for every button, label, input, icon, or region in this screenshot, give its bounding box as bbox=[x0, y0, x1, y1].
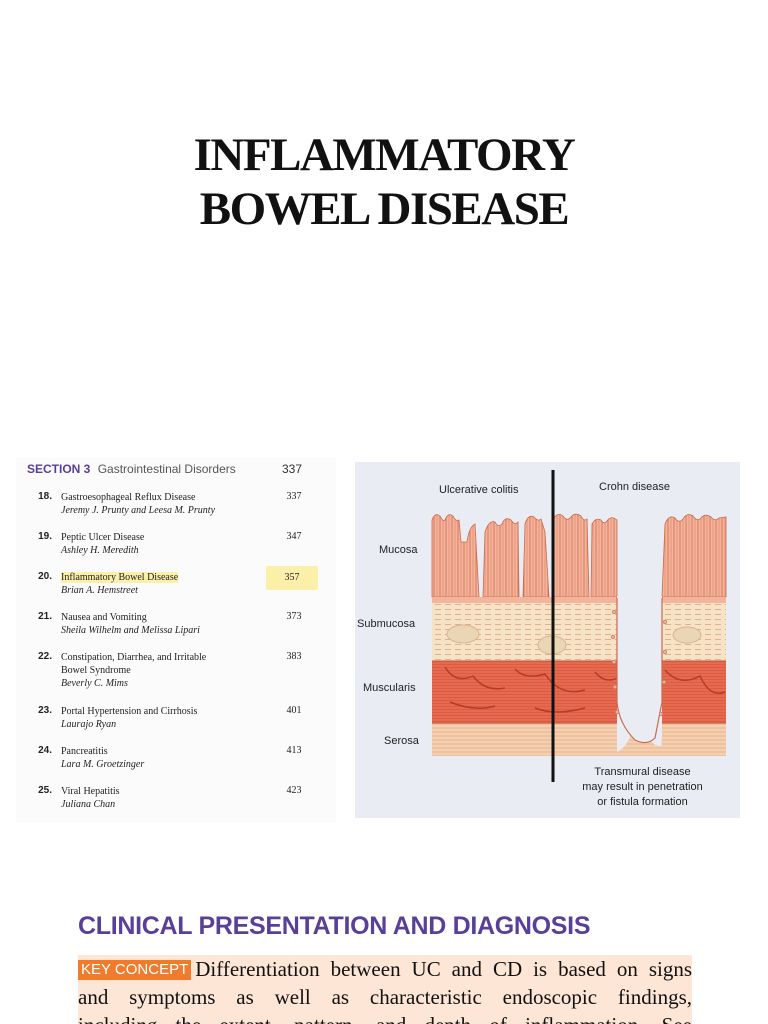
bowel-wall-figure: Ulcerative colitis Crohn disease Mucosa … bbox=[355, 462, 740, 818]
serosa-layer bbox=[432, 723, 726, 756]
toc-entry-title-line: Viral Hepatitis bbox=[61, 786, 120, 797]
crohn-fissure bbox=[616, 597, 663, 744]
toc-excerpt: SECTION 3 Gastrointestinal Disorders 337… bbox=[16, 458, 336, 822]
toc-entry-title-line: Peptic Ulcer Disease bbox=[61, 532, 145, 543]
paragraph-line-2: and symptoms as well as characteristic e… bbox=[78, 985, 692, 1009]
section-heading: CLINICAL PRESENTATION AND DIAGNOSIS bbox=[78, 912, 591, 940]
paragraph-line-1-text: Differentiation between UC and CD is bas… bbox=[195, 957, 692, 981]
toc-entry-number: 25. bbox=[38, 785, 52, 796]
toc-entry-page: 423 bbox=[286, 785, 302, 796]
label-mucosa: Mucosa bbox=[379, 544, 418, 556]
toc-entry-number: 24. bbox=[38, 745, 52, 756]
toc-entry-title-line: Nausea and Vomiting bbox=[61, 612, 147, 623]
toc-entry-author: Sheila Wilhelm and Melissa Lipari bbox=[61, 625, 200, 636]
label-submucosa: Submucosa bbox=[357, 618, 416, 630]
figure-caption: Transmural disease may result in penetra… bbox=[555, 765, 730, 810]
slide-title-line-2: BOWEL DISEASE bbox=[199, 183, 570, 235]
toc-entry-author: Brian A. Hemstreet bbox=[61, 585, 138, 596]
figure-caption-line-3: or fistula formation bbox=[597, 796, 688, 808]
figure-caption-line-2: may result in penetration bbox=[582, 781, 703, 793]
toc-entry-title-line: Gastroesophageal Reflux Disease bbox=[61, 492, 196, 503]
toc-section-name: Gastrointestinal Disorders bbox=[97, 462, 236, 476]
label-muscularis: Muscularis bbox=[363, 682, 416, 694]
toc-entry-number: 20. bbox=[38, 571, 52, 582]
toc-section-label: SECTION 3 bbox=[27, 462, 91, 476]
toc-section-page: 337 bbox=[282, 462, 303, 476]
toc-entry-title-line: Inflammatory Bowel Disease bbox=[61, 572, 179, 583]
toc-entry-page: 357 bbox=[266, 566, 318, 590]
label-serosa: Serosa bbox=[384, 735, 419, 747]
paragraph-line-3: including the extent, pattern, and depth… bbox=[78, 1011, 692, 1024]
toc-entry-page: 347 bbox=[286, 531, 302, 542]
label-ulcerative-colitis: Ulcerative colitis bbox=[439, 484, 519, 496]
wall-layers bbox=[432, 597, 726, 756]
toc-entry-number: 19. bbox=[38, 531, 52, 542]
toc-section-header: SECTION 3 Gastrointestinal Disorders bbox=[27, 462, 236, 476]
figure-caption-line-1: Transmural disease bbox=[594, 766, 691, 778]
toc-entry-page: 337 bbox=[286, 491, 302, 502]
toc-entry-author: Laurajo Ryan bbox=[61, 719, 117, 730]
toc-entry-author: Lara M. Groetzinger bbox=[61, 759, 145, 770]
toc-entry-number: 23. bbox=[38, 705, 52, 716]
toc-entry-author: Ashley H. Meredith bbox=[61, 545, 139, 556]
toc-entry-author: Beverly C. Mims bbox=[61, 678, 128, 689]
toc-entry-number: 18. bbox=[38, 491, 52, 502]
key-concept-badge: KEY CONCEPT bbox=[78, 960, 192, 980]
toc-entry-page: 373 bbox=[286, 611, 302, 622]
toc-entry: 22. Constipation, Diarrhea, and Irritable… bbox=[16, 651, 336, 690]
slide-title-line-1: INFLAMMATORY bbox=[193, 129, 576, 181]
toc-entry-title-line: Pancreatitis bbox=[61, 746, 108, 757]
toc-entry-author: Juliana Chan bbox=[61, 799, 116, 810]
mucosa-villi bbox=[431, 513, 727, 598]
toc-entry-page: 401 bbox=[286, 705, 302, 716]
bowel-wall-diagram bbox=[431, 470, 727, 782]
toc-entry-title-line: Bowel Syndrome bbox=[61, 665, 131, 676]
label-crohn-disease: Crohn disease bbox=[599, 481, 670, 493]
toc-entry-page: 413 bbox=[286, 745, 302, 756]
toc-entry-title-line: Portal Hypertension and Cirrhosis bbox=[61, 706, 198, 717]
toc-entry-page: 383 bbox=[286, 651, 302, 662]
slide-title: INFLAMMATORY BOWEL DISEASE bbox=[0, 128, 768, 236]
toc-entry-number: 22. bbox=[38, 651, 52, 662]
toc-entry-author: Jeremy J. Prunty and Leesa M. Prunty bbox=[61, 505, 216, 516]
toc-entry-title-line: Constipation, Diarrhea, and Irritable bbox=[61, 652, 207, 663]
toc-entry-number: 21. bbox=[38, 611, 52, 622]
